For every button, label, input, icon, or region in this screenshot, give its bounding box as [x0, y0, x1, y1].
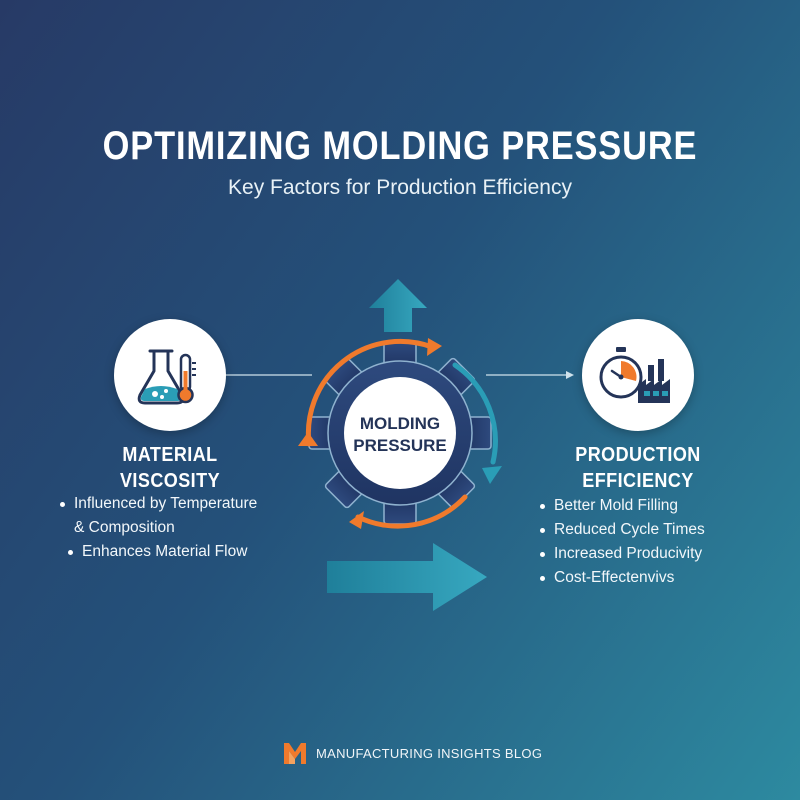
material-viscosity-heading-line2: VISCOSITY: [119, 470, 221, 492]
bullet-text-line1: Influenced by Temperature: [74, 495, 258, 512]
center-label: MOLDING PRESSURE: [340, 413, 460, 457]
page-title: OPTIMIZING MOLDING PRESSURE: [102, 124, 698, 168]
list-item: Enhances Material Flow: [66, 540, 288, 564]
production-efficiency-heading: PRODUCTION EFFICIENCY: [548, 442, 728, 494]
teal-arc-right: [452, 362, 498, 465]
bullet-text-line2: & Composition: [74, 519, 175, 536]
right-arrow-icon: [327, 543, 487, 611]
list-item: Cost-Effectenvivs: [538, 566, 768, 590]
production-efficiency-heading-line2: EFFICIENCY: [582, 470, 694, 492]
orange-arrowhead-left: [298, 432, 318, 446]
production-efficiency-heading-line1: PRODUCTION: [575, 444, 701, 466]
right-connector-arrowhead: [566, 371, 574, 379]
list-item: Better Mold Filling: [538, 494, 768, 518]
cycle-arrows-icon: [305, 338, 468, 529]
center-label-line1: MOLDING: [359, 414, 441, 433]
orange-arrowhead-top: [427, 338, 442, 356]
stopwatch-factory-icon: [599, 347, 670, 403]
material-viscosity-heading: MATERIAL VISCOSITY: [80, 442, 260, 494]
orange-arrowhead-bottom: [349, 511, 364, 529]
production-efficiency-bullets: Better Mold Filling Reduced Cycle Times …: [538, 494, 768, 590]
list-item: Increased Producivity: [538, 542, 768, 566]
footer-brand: MANUFACTURING INSIGHTS BLOG: [282, 740, 542, 766]
center-label-line2: PRESSURE: [353, 436, 447, 455]
flask-thermometer-icon: [137, 349, 196, 405]
material-viscosity-heading-line1: MATERIAL: [122, 444, 218, 466]
material-viscosity-icon-circle: [114, 319, 226, 431]
list-item: Influenced by Temperature & Composition: [58, 492, 288, 540]
list-item: Reduced Cycle Times: [538, 518, 768, 542]
teal-arrowhead-right: [482, 466, 502, 484]
gear-icon: [308, 341, 492, 525]
up-arrow-icon: [369, 279, 427, 332]
bullet-text-line1: Enhances Material Flow: [82, 543, 248, 560]
brand-name: MANUFACTURING INSIGHTS BLOG: [316, 745, 543, 761]
material-viscosity-bullets: Influenced by Temperature & Composition …: [58, 492, 288, 564]
page-subtitle: Key Factors for Production Efficiency: [228, 176, 572, 199]
brand-logo-icon: [284, 743, 306, 764]
production-efficiency-icon-circle: [582, 319, 694, 431]
